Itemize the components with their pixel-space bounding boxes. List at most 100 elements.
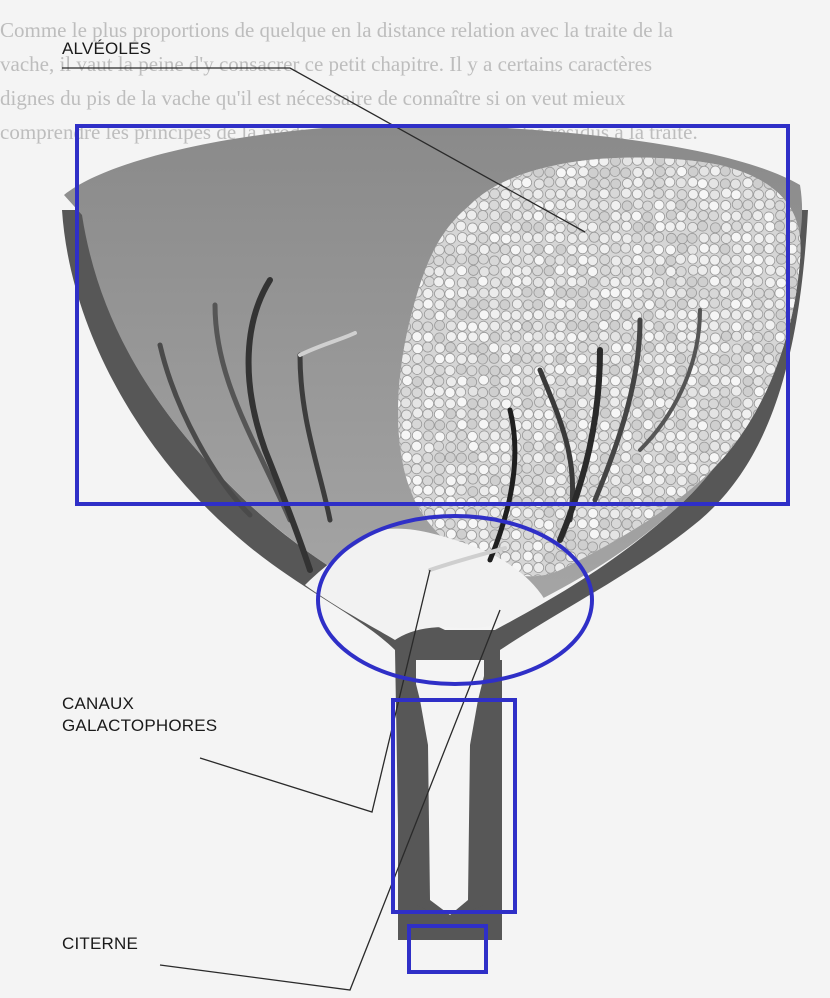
alveolus	[753, 299, 763, 309]
alveolus	[710, 298, 720, 308]
alveolus	[511, 233, 521, 243]
alveolus	[468, 452, 478, 462]
alveolus	[511, 507, 521, 517]
alveolus	[743, 486, 753, 496]
alveolus	[687, 332, 697, 342]
alveolus	[522, 420, 532, 430]
alveolus	[754, 353, 764, 363]
alveolus	[589, 189, 599, 199]
alveolus	[511, 354, 521, 364]
alveolus	[500, 387, 510, 397]
alveolus	[699, 452, 709, 462]
alveolus	[644, 342, 654, 352]
alveolus	[731, 365, 741, 375]
alveolus	[423, 431, 433, 441]
alveolus	[721, 255, 731, 265]
alveolus	[423, 322, 433, 332]
alveolus	[511, 386, 521, 396]
alveolus	[666, 452, 676, 462]
alveolus	[501, 344, 511, 354]
alveolus	[523, 244, 533, 254]
alveolus	[446, 332, 456, 342]
alveolus	[677, 464, 687, 474]
alveolus	[798, 365, 808, 375]
alveolus	[610, 387, 620, 397]
alveolus	[721, 573, 731, 583]
alveolus	[666, 586, 676, 596]
alveolus	[589, 289, 599, 299]
alveolus	[743, 331, 753, 341]
alveolus	[522, 222, 532, 232]
alveolus	[797, 508, 807, 518]
alveolus	[754, 475, 764, 485]
alveolus	[534, 563, 544, 573]
alveolus	[610, 331, 620, 341]
alveolus	[522, 463, 532, 473]
alveolus	[677, 573, 687, 583]
alveolus	[753, 343, 763, 353]
alveolus	[523, 409, 533, 419]
alveolus	[654, 200, 664, 210]
alveolus	[435, 420, 445, 430]
alveolus	[677, 234, 687, 244]
alveolus	[666, 256, 676, 266]
alveolus	[511, 245, 521, 255]
alveolus	[413, 408, 423, 418]
alveolus	[578, 419, 588, 429]
alveolus	[787, 553, 797, 563]
alveolus	[412, 464, 422, 474]
alveolus	[743, 254, 753, 264]
alveolus	[556, 376, 566, 386]
alveolus	[765, 320, 775, 330]
alveolus	[753, 552, 763, 562]
alveolus	[677, 343, 687, 353]
alveolus	[578, 310, 588, 320]
alveolus	[654, 322, 664, 332]
alveolus	[599, 320, 609, 330]
alveolus	[798, 584, 808, 594]
alveolus	[423, 377, 433, 387]
alveolus	[424, 366, 434, 376]
alveolus	[655, 454, 665, 464]
alveolus	[545, 222, 555, 232]
alveolus	[468, 265, 478, 275]
alveolus	[743, 398, 753, 408]
alveolus	[467, 530, 477, 540]
alveolus	[534, 509, 544, 519]
alveolus	[720, 287, 730, 297]
alveolus	[732, 584, 742, 594]
alveolus	[721, 188, 731, 198]
alveolus	[775, 332, 785, 342]
alveolus	[797, 497, 807, 507]
alveolus	[500, 430, 510, 440]
alveolus	[588, 542, 598, 552]
alveolus	[478, 387, 488, 397]
alveolus	[665, 167, 675, 177]
alveolus	[743, 365, 753, 375]
alveolus	[676, 200, 686, 210]
alveolus	[775, 431, 785, 441]
alveolus	[523, 300, 533, 310]
alveolus	[731, 179, 741, 189]
alveolus	[753, 321, 763, 331]
alveolus	[600, 288, 610, 298]
alveolus	[687, 233, 697, 243]
alveolus	[688, 431, 698, 441]
alveolus	[633, 288, 643, 298]
alveolus	[468, 344, 478, 354]
alveolus	[567, 266, 577, 276]
alveolus	[655, 387, 665, 397]
alveolus	[732, 331, 742, 341]
alveolus	[446, 409, 456, 419]
alveolus	[501, 399, 511, 409]
alveolus	[764, 212, 774, 222]
alveolus	[489, 420, 499, 430]
alveolus	[754, 222, 764, 232]
alveolus	[632, 454, 642, 464]
alveolus	[512, 266, 522, 276]
alveolus	[732, 344, 742, 354]
alveolus	[742, 552, 752, 562]
alveolus	[753, 332, 763, 342]
alveolus	[456, 409, 466, 419]
alveolus	[478, 354, 488, 364]
